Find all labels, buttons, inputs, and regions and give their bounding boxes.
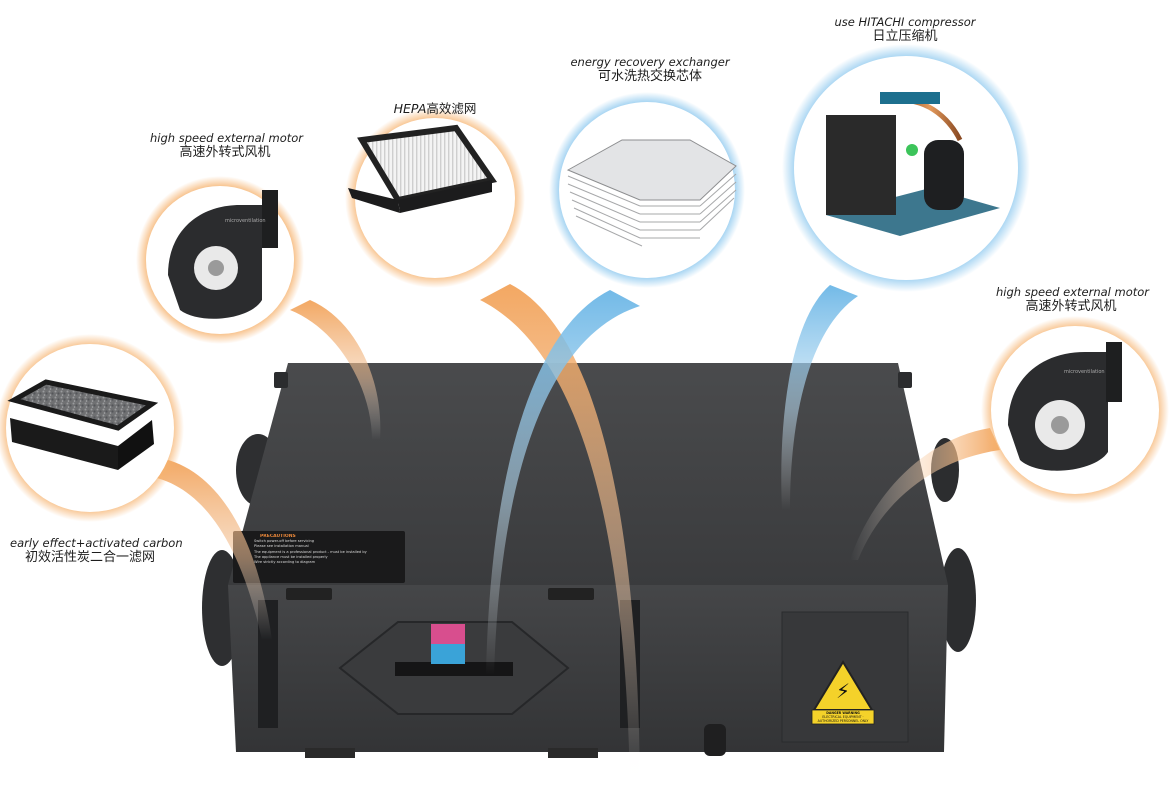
beam-exchanger — [486, 290, 640, 675]
latch — [548, 588, 594, 600]
duct-collar-right-lower — [940, 548, 976, 652]
label-en: energy recovery exchanger — [570, 55, 730, 69]
svg-text:microventilation: microventilation — [1064, 369, 1105, 375]
label-compressor: use HITACHI compressor 日立压缩机 — [830, 15, 980, 46]
beam-compressor — [781, 285, 858, 510]
unit-top-face — [228, 363, 948, 585]
precautions-line: Switch power-off before servicing — [254, 539, 315, 544]
precautions-title: PRECAUTIONS — [260, 534, 296, 539]
compressor-unit-image — [826, 92, 1000, 236]
callout-motor-right: microventilation — [981, 316, 1169, 504]
drain-port — [704, 724, 726, 756]
beam-hepa — [480, 284, 640, 790]
precautions-line: Wire strictly according to diagram — [254, 560, 316, 565]
label-hepa-text: HEPA高效滤网 — [393, 101, 477, 116]
latch — [286, 588, 332, 600]
callout-carbon — [0, 334, 184, 522]
callout-motor-left: microventilation — [136, 176, 304, 344]
beam-motor-right — [850, 428, 1000, 560]
precautions-text: PRECAUTIONS Switch power-off before serv… — [240, 534, 400, 580]
label-zh: 可水洗热交换芯体 — [597, 69, 702, 85]
danger-label — [811, 709, 875, 725]
label-zh: 初效活性炭二合一滤网 — [24, 550, 155, 566]
blower-motor-image: microventilation — [1008, 342, 1122, 471]
label-en: high speed external motor — [996, 285, 1150, 299]
precautions-line: Please see installation manual — [254, 544, 309, 549]
hepa-filter-image — [348, 124, 498, 213]
label-en: high speed external motor — [150, 131, 304, 145]
access-panel-handle — [395, 662, 513, 676]
label-zh: 日立压缩机 — [872, 29, 938, 45]
callout-hepa — [345, 108, 525, 288]
label-en: use HITACHI compressor — [834, 15, 976, 29]
label-carbon: early effect+activated carbon 初效活性炭二合一滤网 — [10, 536, 183, 567]
precautions-label — [233, 531, 405, 583]
precautions-line: The equipment is a professional product … — [254, 549, 367, 554]
danger-title: DANGER WARNING — [826, 711, 860, 715]
label-zh: 高速外转式风机 — [1025, 299, 1117, 315]
danger-label-text: DANGER WARNING ELECTRICAL EQUIPMENT · AU… — [813, 711, 873, 723]
callout-exchanger — [549, 92, 745, 288]
foot — [548, 748, 598, 758]
label-motor-left: high speed external motor 高速外转式风机 — [150, 131, 304, 162]
blower-motor-image: microventilation — [168, 190, 278, 319]
label-hepa: HEPA高效滤网 — [380, 98, 490, 118]
mounting-tab — [898, 372, 912, 388]
callout-compressor — [782, 44, 1030, 292]
danger-text: ELECTRICAL EQUIPMENT · AUTHORIZED PERSON… — [817, 715, 869, 723]
label-motor-right: high speed external motor 高速外转式风机 — [996, 285, 1150, 316]
beam-motor-left — [290, 300, 381, 440]
precautions-line: The appliance must be installed properly — [254, 554, 328, 559]
foot — [305, 748, 355, 758]
exchanger-core-image — [566, 139, 737, 247]
label-exchanger: energy recovery exchanger 可水洗热交换芯体 — [570, 55, 730, 86]
label-zh: 高速外转式风机 — [179, 145, 271, 161]
svg-text:⚡: ⚡ — [836, 679, 850, 703]
hrv-unit: ⚡ — [202, 363, 976, 758]
label-en: early effect+activated carbon — [10, 536, 183, 550]
mounting-tab — [274, 372, 288, 388]
svg-text:microventilation: microventilation — [225, 218, 266, 224]
carbon-filter-image — [7, 379, 159, 470]
